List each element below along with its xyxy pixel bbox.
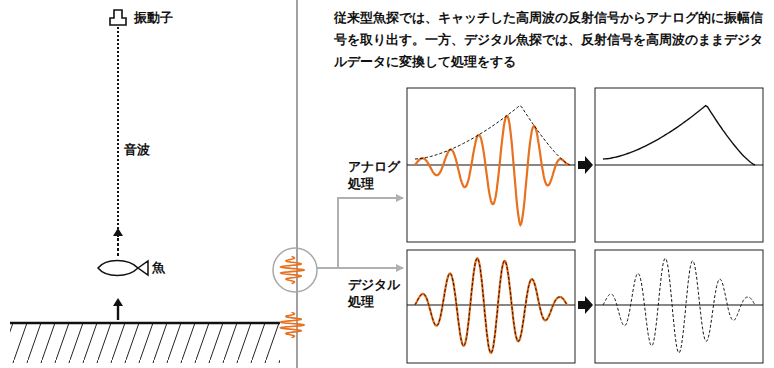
seabed-hatching [10, 323, 280, 363]
graph-panel [407, 88, 575, 242]
receive-axis [297, 0, 298, 368]
process-arrow [578, 156, 593, 174]
digital-samples [415, 258, 567, 353]
echo-arrow [117, 234, 119, 256]
heading-text: 従来型魚探では、キャッチした高周波の反射信号からアナログ的に振幅信号を取り出す。… [334, 7, 768, 73]
echo-wave [281, 312, 304, 338]
digital-wave [603, 258, 755, 353]
process-label: デジタル 処理 [348, 276, 404, 310]
seabed-arrow [113, 298, 123, 306]
graph-panel [595, 250, 763, 363]
process-label: アナログ 処理 [348, 158, 402, 192]
part-label: 振動子 [134, 9, 204, 26]
process-arrow [578, 296, 593, 314]
envelope-dashed [415, 106, 570, 165]
graph-panel [595, 88, 763, 242]
envelope-curve [603, 106, 755, 165]
fish-outline [98, 261, 148, 276]
echo-wave [281, 256, 304, 284]
seabed-line [10, 322, 280, 325]
graph-panel [407, 250, 575, 363]
branch-arrow [317, 198, 403, 268]
magnifier-circle [273, 248, 317, 292]
carrier-wave [415, 116, 570, 225]
echo-arrowhead [113, 228, 123, 236]
sound-beam [117, 27, 119, 240]
beam-label: 音波 [124, 141, 174, 158]
part-label: 魚 [152, 259, 192, 276]
transducer-symbol [110, 10, 126, 25]
branch-arrow [338, 267, 403, 269]
carrier-wave [415, 258, 567, 353]
